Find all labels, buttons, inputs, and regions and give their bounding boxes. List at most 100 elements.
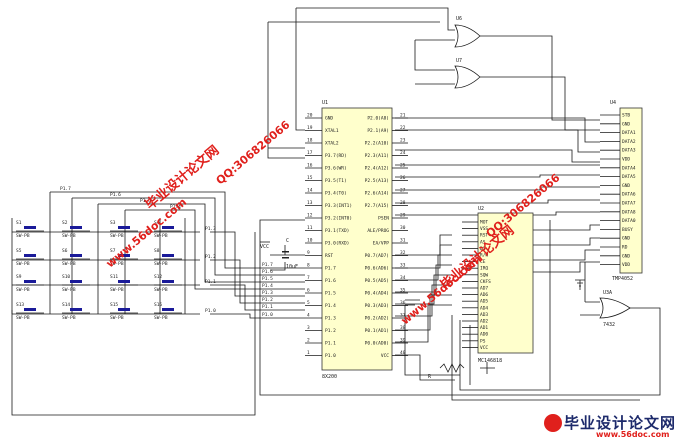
passives: VCC C 10uF R	[260, 238, 465, 380]
mcu-pin-name: P2.7(A15)	[365, 203, 389, 209]
mcu-pin-number: 7	[307, 275, 310, 281]
lcd-pin-name: GND	[622, 121, 630, 127]
mcu-pin-name: P3.7(RD)	[325, 153, 347, 159]
switch-ref: S6	[62, 248, 68, 254]
switch-part: SW-PB	[62, 261, 76, 267]
mcu-p1-net-label: P1.7	[262, 262, 273, 268]
switch-s7	[118, 254, 130, 257]
lcd-pin-name: GND	[622, 236, 630, 242]
mcu-pin-name: P0.1(AD1)	[365, 328, 389, 334]
switch-s16	[162, 308, 174, 311]
footer-watermark-cn: 毕业设计论文网	[564, 414, 677, 432]
mcu-pin-name: XTAL2	[325, 141, 339, 147]
switch-part: SW-PB	[110, 261, 124, 267]
mcu-pin-number: 6	[307, 288, 310, 294]
rtc-ref: U2	[478, 206, 484, 212]
rtc-chip: U2 MC146818 MOTVSSRSTASDSR/WCEIRQSQWCKFS…	[462, 206, 534, 364]
mcu-pin-number: 32	[400, 250, 406, 256]
watermark-url-2: www.56doc.com	[399, 252, 485, 327]
gate-u3a-label: U3A	[603, 290, 612, 296]
mcu-pin-number: 17	[307, 150, 313, 156]
rtc-pin-name: MOT	[480, 220, 488, 226]
switch-s4	[162, 226, 174, 229]
mcu-pin-name: P3.0(RXD)	[325, 241, 349, 247]
switch-ref: S14	[62, 302, 70, 308]
mcu-pin-number: 30	[400, 225, 406, 231]
switch-ref: S11	[110, 274, 118, 280]
mcu-pin-name: P0.7(AD7)	[365, 253, 389, 259]
mcu-pin-number: 34	[400, 275, 406, 281]
rtc-pin-name: PS	[480, 338, 486, 344]
mcu-pin-name: P3.3(INT1)	[325, 203, 352, 209]
switch-ref: S2	[62, 220, 68, 226]
mcu-pin-number: 28	[400, 200, 406, 206]
lcd-pin-name: DATA2	[622, 139, 636, 145]
gate-u6: U6	[454, 16, 481, 48]
mcu-pin-number: 5	[307, 300, 310, 306]
switch-part: SW-PB	[154, 315, 168, 321]
mcu-pin-number: 38	[400, 325, 406, 331]
rtc-pin-name: AD0	[480, 332, 488, 338]
mcu-pin-name: GND	[325, 116, 333, 122]
mcu-pin-number: 8	[307, 263, 310, 269]
gate-u7-label: U7	[456, 58, 462, 64]
mcu-pin-name: P0.4(AD4)	[365, 291, 389, 297]
rtc-pin-name: AD2	[480, 319, 488, 325]
mcu-p1-net-label: P1.2	[262, 297, 273, 303]
lcd-pin-name: GND	[622, 253, 630, 259]
mcu-pin-name: P2.0(A8)	[367, 116, 389, 122]
keypad-row-label: P1.6	[110, 192, 121, 198]
mcu-pin-number: 35	[400, 288, 406, 294]
mcu-pin-number: 13	[307, 200, 313, 206]
gate-u7: U7	[454, 58, 481, 89]
mcu-pin-number: 16	[307, 163, 313, 169]
keypad-row-label: P1.7	[60, 186, 71, 192]
lcd-pin-name: DATA8	[622, 209, 636, 215]
rtc-pin-name: AD3	[480, 312, 488, 318]
mcu-pin-number: 9	[307, 250, 310, 256]
switch-part: SW-PB	[16, 233, 30, 239]
mcu-pin-name: P1.7	[325, 266, 336, 272]
mcu-pin-name: P2.1(A9)	[367, 128, 389, 134]
switch-part: SW-PB	[110, 315, 124, 321]
footer-watermark: 毕业设计论文网 www.56doc.com	[538, 412, 688, 440]
switch-part: SW-PB	[110, 287, 124, 293]
lcd-part: TMP4052	[612, 276, 633, 282]
lcd-pin-name: BUSY	[622, 227, 633, 233]
lcd-pin-name: RD	[622, 245, 628, 251]
mcu-p1-net-label: P1.4	[262, 283, 273, 289]
mcu-pin-number: 12	[307, 213, 313, 219]
switch-s10	[70, 280, 82, 283]
mcu-pin-number: 26	[400, 175, 406, 181]
mcu-pin-name: P0.3(AD3)	[365, 303, 389, 309]
switch-s11	[118, 280, 130, 283]
mcu-p1-net-label: P1.5	[262, 276, 273, 282]
lcd-pin-name: DATA1	[622, 130, 636, 136]
lcd-pin-name: DATA6	[622, 192, 636, 198]
switch-s14	[70, 308, 82, 311]
mcu-pin-name: P0.2(AD2)	[365, 316, 389, 322]
mcu-pin-name: P0.0(AD0)	[365, 341, 389, 347]
switch-part: SW-PB	[154, 287, 168, 293]
mcu-p1-net-label: P1.6	[262, 269, 273, 275]
switch-part: SW-PB	[16, 287, 30, 293]
footer-watermark-url: www.56doc.com	[596, 430, 670, 439]
mcu-pin-number: 18	[307, 138, 313, 144]
res-label: R	[428, 374, 432, 380]
mcu-pin-name: P3.4(T0)	[325, 191, 347, 197]
keypad-col-label: P1.1	[205, 279, 216, 285]
switch-s6	[70, 254, 82, 257]
lcd-pin-name: DATA4	[622, 165, 636, 171]
keypad-row-label: P1.5	[140, 198, 151, 204]
switch-ref: S1	[16, 220, 22, 226]
switch-ref: S8	[154, 248, 160, 254]
mcu-pin-name: P1.1	[325, 341, 336, 347]
rtc-pin-name: IRQ	[480, 266, 488, 272]
mcu-p1-net-label: P1.3	[262, 290, 273, 296]
switch-ref: S5	[16, 248, 22, 254]
lcd-pin-name: DATA5	[622, 174, 636, 180]
mcu-pin-number: 20	[307, 113, 313, 119]
rtc-pin-name: RST	[480, 233, 488, 239]
switch-ref: S10	[62, 274, 70, 280]
switch-ref: S15	[110, 302, 118, 308]
